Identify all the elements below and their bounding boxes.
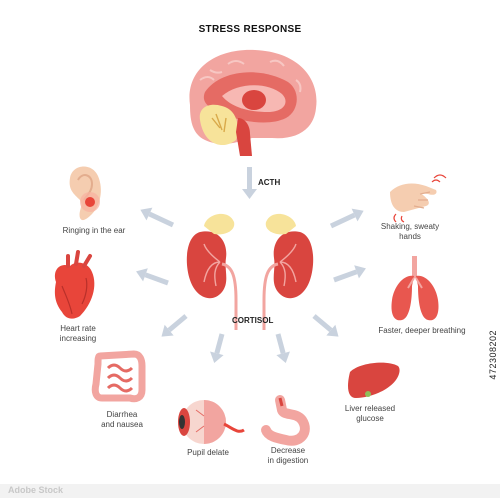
arrow-to-lungs [333,265,366,283]
stomach-effect-label: Decrease in digestion [267,446,309,465]
shaking-hand-icon [390,174,447,223]
arrow-to-heart [136,268,169,286]
stomach-icon [261,395,310,446]
arrow-to-eye [210,333,225,363]
arrow-to-intestine [161,314,188,337]
acth-label: ACTH [258,178,281,187]
cortisol-label: CORTISOL [232,316,274,325]
intestine-effect-label: Diarrhea and nausea [101,410,143,429]
arrows [136,167,366,363]
arrow-to-ear [140,207,175,228]
ear-effect-label: Ringing in the ear [62,226,126,235]
watermark-text: Adobe Stock [8,485,64,495]
eye-icon [178,400,245,444]
kidneys-icon [186,213,314,330]
arrow-to-hands [329,208,364,229]
intestine-icon [91,350,146,403]
arrow-to-stomach [275,333,290,363]
arrow-brain-to-kidneys [242,167,257,199]
eye-effect-label: Pupil delate [187,448,229,457]
heart-effect-label: Heart rate increasing [59,324,97,343]
brain-icon [189,49,317,156]
lungs-effect-label: Faster, deeper breathing [378,326,466,335]
liver-icon [348,362,400,398]
watermark-bar: Adobe Stock [0,484,500,498]
liver-effect-label: Liver released glucose [344,404,396,423]
stock-id: 472308202 [488,330,498,380]
heart-icon [54,250,95,319]
arrow-to-liver [312,314,339,337]
diagram-title: STRESS RESPONSE [198,24,302,35]
ear-icon [69,166,101,221]
hands-effect-label: Shaking, sweaty hands [380,222,440,241]
lungs-icon [391,256,439,321]
